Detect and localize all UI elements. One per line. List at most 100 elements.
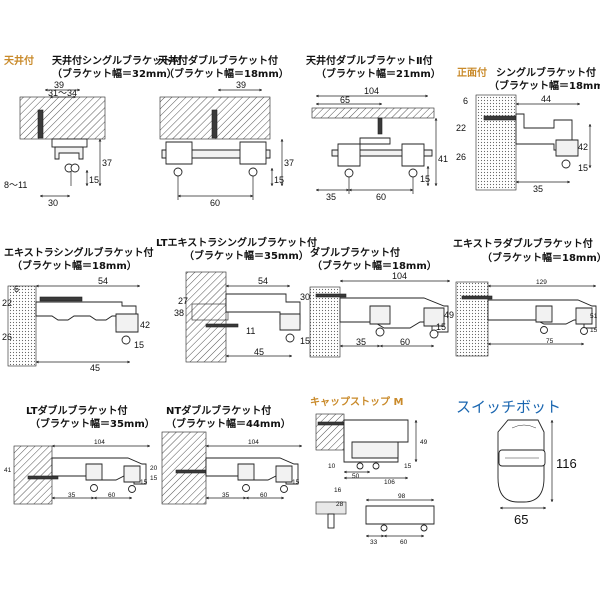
caption-nt-double: NTダブルブラケット付 [166, 404, 271, 417]
rail [85, 463, 103, 481]
caption-cap-stop: キャップストップ M [310, 395, 403, 408]
runner [242, 484, 250, 492]
dim-label: 60 [376, 192, 386, 202]
dim-label: 15 [436, 322, 446, 332]
dim-label: 27 [178, 296, 188, 306]
dim-label: 50 [352, 473, 360, 480]
caption-front-single: シングルブラケット付 [496, 66, 596, 79]
bracket [239, 141, 267, 165]
dim-label: 30 [300, 292, 310, 302]
bracket [401, 143, 425, 167]
dim-label: 65 [514, 512, 528, 527]
rail [123, 465, 141, 483]
dim-label: 15 [420, 174, 430, 184]
dim-label: 104 [94, 439, 105, 446]
caption-lt-double-width: （ブラケット幅＝35mm） [30, 417, 155, 430]
dim-label: 104 [392, 271, 407, 281]
dim-label: 42 [140, 320, 150, 330]
dim-label: 22 [456, 123, 466, 133]
runner [380, 524, 388, 532]
screw [461, 295, 493, 300]
dim-label: 15 [150, 475, 158, 482]
caption-ceiling-single: 天井付シングルブラケット付 [52, 54, 182, 67]
runner [90, 484, 98, 492]
dim-label: 8～11 [4, 180, 27, 190]
dim-label: 45 [254, 347, 264, 357]
panel-lt-extra-single: LTエキストラシングルブラケット付 （ブラケット幅＝35mm） 54 38 27… [156, 236, 317, 363]
dim-label: 37 [102, 158, 112, 168]
caption-lt-extra-single: LTエキストラシングルブラケット付 [156, 236, 317, 249]
runner [128, 485, 136, 493]
dim-label: 39 [236, 80, 246, 90]
dim-label: 15 [140, 479, 148, 486]
dim-label: 98 [398, 493, 406, 500]
rail [54, 146, 84, 160]
dim-label: 26 [2, 332, 12, 342]
screw [377, 117, 383, 135]
wall-block [161, 431, 207, 505]
rail [535, 305, 553, 323]
screw [27, 475, 59, 480]
screw [211, 109, 218, 139]
dim-label: 116 [556, 456, 577, 471]
dim-label: 10 [328, 463, 336, 470]
dim-label: 60 [260, 492, 268, 499]
runner [420, 524, 428, 532]
dim-label: 35 [326, 192, 336, 202]
dim-label: 26 [456, 152, 466, 162]
runner [372, 462, 380, 470]
rail [351, 441, 399, 459]
dim-label: 6 [463, 96, 468, 106]
wall-block [185, 271, 227, 363]
caption-double: ダブルブラケット付 [310, 246, 400, 259]
runner [356, 462, 364, 470]
ceiling-block [311, 107, 435, 119]
caption-extra-double-width: （ブラケット幅＝18mm） [482, 251, 600, 264]
caption-ceiling-double-ii-width: （ブラケット幅＝21mm） [316, 67, 441, 80]
caption-ceiling-double: 天井付ダブルブラケット付 [158, 54, 278, 67]
rail [237, 463, 255, 481]
dim-label: 35 [356, 337, 366, 347]
caption-front-group: 正面付 [457, 66, 487, 79]
dim-label: 22 [2, 298, 12, 308]
wall-block [315, 413, 345, 451]
dim-label: 60 [400, 539, 408, 546]
caption-switchbot: スイッチボット [456, 398, 561, 416]
dim-label: 11 [246, 326, 255, 336]
dim-label: 38 [174, 308, 184, 318]
panel-double: ダブルブラケット付 （ブラケット幅＝18mm） 104 30 49 15 35 … [300, 246, 454, 358]
panel-front-single: 正面付 シングルブラケット付 （ブラケット幅＝18mm） 6 44 22 26 … [456, 66, 600, 194]
dim-label: 28 [336, 501, 344, 508]
runner [580, 327, 588, 335]
runner [280, 485, 288, 493]
screw [317, 421, 349, 426]
dim-label: 106 [384, 479, 395, 486]
dim-label: 15 [300, 336, 310, 346]
dim-label: 15 [292, 479, 300, 486]
dim-label: 6 [14, 284, 19, 294]
runner [408, 168, 418, 178]
runner [173, 167, 183, 177]
dim-label: 45 [90, 363, 100, 373]
dim-label: 60 [210, 198, 220, 208]
dim-label: 15 [89, 175, 99, 185]
runner [561, 159, 571, 169]
runner [248, 167, 258, 177]
caption-double-width: （ブラケット幅＝18mm） [312, 259, 437, 272]
bracket [359, 137, 391, 145]
dim-label: 37 [284, 158, 294, 168]
switchbot-hook [511, 424, 537, 429]
dim-label: 33 [370, 539, 378, 546]
dim-label: 49 [420, 439, 428, 446]
panel-nt-double: NTダブルブラケット付 （ブラケット幅＝44mm） 104 20 15 15 3… [150, 404, 303, 505]
caption-front-single-width: （ブラケット幅＝18mm） [489, 79, 600, 92]
runner [429, 329, 439, 339]
wall-block [475, 94, 517, 191]
wall-block [455, 281, 489, 357]
caption-lt-extra-single-width: （ブラケット幅＝35mm） [184, 249, 309, 262]
panel-ceiling-single: 天井付 天井付シングルブラケット付 （ブラケット幅＝32mm） 39 31～34… [4, 54, 182, 208]
panel-switchbot: スイッチボット 116 65 [456, 398, 577, 527]
panel-extra-double: エキストラダブルブラケット付 （ブラケット幅＝18mm） 129 51 15 7… [453, 237, 600, 357]
wall-block [7, 285, 37, 367]
